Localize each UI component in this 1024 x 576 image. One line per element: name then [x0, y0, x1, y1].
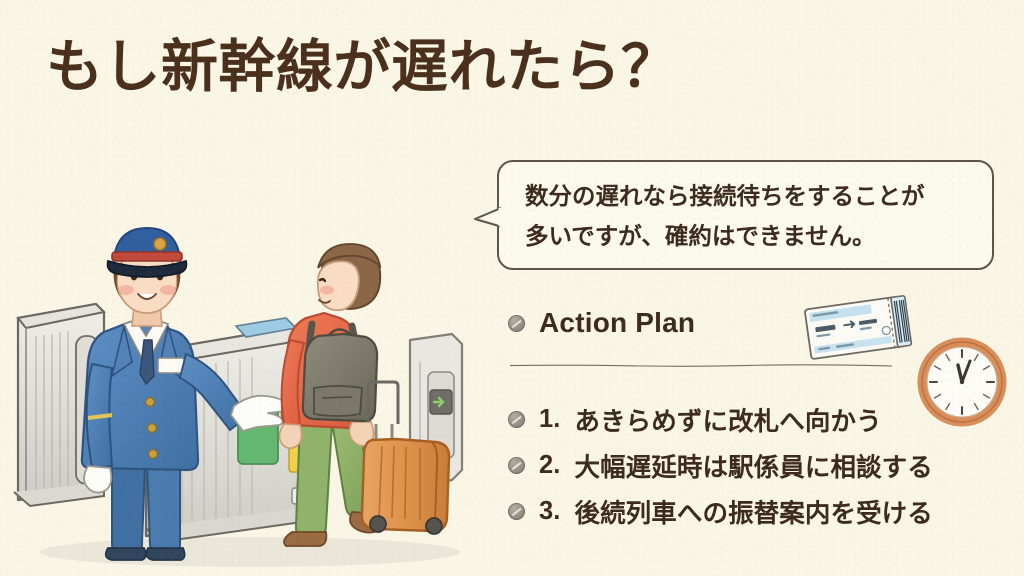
coin-bullet-icon: [508, 456, 525, 474]
hand: [348, 421, 375, 447]
backpack-handle: [327, 328, 351, 337]
backpack-pocket: [313, 385, 363, 417]
coin-bullet-icon: [508, 314, 525, 332]
list-item-number: 3.: [539, 496, 561, 525]
white-glove: [83, 465, 113, 494]
list-item-number: 1.: [539, 404, 561, 433]
wall-clock-illustration: [912, 332, 1012, 432]
list-item[interactable]: 2. 大幅遅延時は駅係員に相談する: [508, 442, 1008, 488]
coin-bullet-icon: [508, 410, 525, 428]
arrow-icon: [843, 320, 856, 329]
rolling-suitcase: [360, 380, 451, 535]
clock-hour-hand: [956, 363, 964, 384]
cap-brim: [106, 259, 188, 278]
gate-arrow-green: [432, 396, 445, 408]
action-plan-heading: Action Plan: [508, 307, 695, 339]
shoe: [283, 531, 328, 547]
station-staff-figure: [80, 226, 291, 561]
shinkansen-ticket-illustration: [800, 288, 922, 372]
list-item-label: 大幅遅延時は駅係員に相談する: [574, 453, 933, 482]
suitcase-wheel: [369, 515, 387, 533]
list-item[interactable]: 3. 後続列車への振替案内を受ける: [508, 488, 1008, 534]
suitcase-handle: [366, 380, 400, 424]
necktie: [139, 339, 155, 386]
list-item-label: 後続列車への振替案内を受ける: [574, 499, 933, 528]
list-item[interactable]: 1. あきらめずに改札へ向かう: [508, 396, 1008, 442]
staff-cap: [112, 226, 182, 259]
cap-band: [111, 251, 183, 262]
name-badge: [157, 357, 185, 374]
page-title: もし新幹線が遅れたら？: [46, 35, 679, 99]
station-scene-illustration: [0, 140, 500, 576]
sleeve-stripe: [87, 413, 113, 420]
section-divider: [510, 364, 892, 367]
action-plan-list: 1. あきらめずに改札へ向かう 2. 大幅遅延時は駅係員に相談する 3. 後続列…: [508, 396, 1008, 534]
action-plan-title: Action Plan: [539, 307, 696, 338]
speech-bubble-text: 数分の遅れなら接続待ちをすることが 多いですが、確約はできません。: [525, 183, 925, 249]
speech-bubble: 数分の遅れなら接続待ちをすることが 多いですが、確約はできません。: [474, 160, 994, 270]
coin-bullet-icon: [508, 502, 525, 520]
cap-badge: [153, 237, 167, 251]
speech-bubble-tail: [474, 207, 501, 227]
list-item-label: あきらめずに改札へ向かう: [574, 407, 882, 436]
suitcase-wheel: [425, 517, 443, 535]
list-item-number: 2.: [539, 450, 561, 479]
hand: [278, 423, 303, 450]
